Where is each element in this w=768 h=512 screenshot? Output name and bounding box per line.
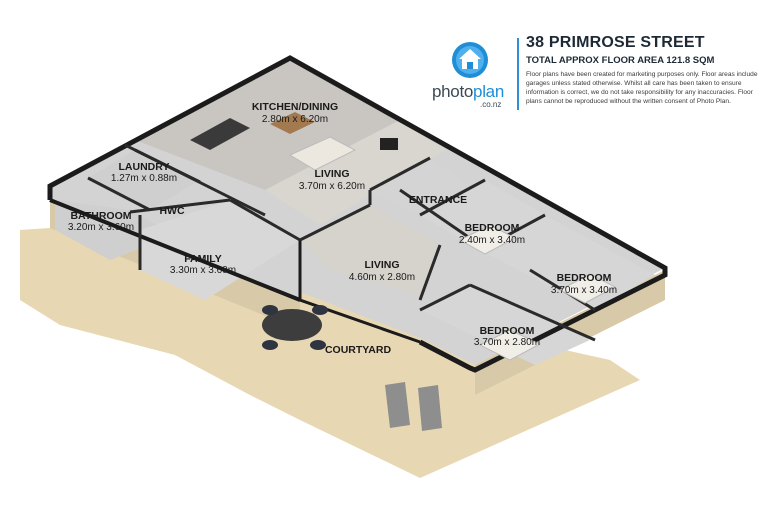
living-floor-b	[300, 205, 440, 295]
floor-area: TOTAL APPROX FLOOR AREA 121.8 SQM	[526, 55, 715, 66]
outer-wall	[47, 55, 668, 373]
sofa	[288, 136, 357, 171]
family-floor	[140, 200, 300, 300]
street-address: 38 PRIMROSE STREET	[526, 34, 705, 51]
disclaimer-text: Floor plans have been created for market…	[526, 71, 758, 105]
room-name: COURTYARD	[325, 344, 392, 356]
sun-lounger-2	[418, 385, 442, 431]
outer-wall-front	[49, 198, 301, 302]
room-dims: 2.80m x 6.20m	[262, 114, 328, 125]
room-dims: 1.27m x 0.88m	[111, 173, 177, 184]
room-dims: 3.70m x 2.80m	[474, 337, 540, 348]
room-dims: 3.70m x 3.40m	[551, 285, 617, 296]
dining-table	[270, 112, 315, 134]
outer-wall-front-b	[298, 240, 421, 344]
outdoor-chair-1	[262, 305, 278, 315]
outdoor-chair-4	[310, 340, 326, 350]
bed-2	[558, 273, 617, 304]
sun-lounger-1	[385, 382, 410, 428]
bedroom-floor-3	[420, 285, 590, 365]
house-icon	[452, 42, 488, 78]
kitchen-bench	[190, 118, 250, 150]
room-name: ENTRANCE	[409, 194, 467, 206]
outdoor-table	[262, 309, 322, 341]
room-name: FAMILY	[184, 253, 222, 265]
room-name: KITCHEN/DINING	[252, 101, 338, 113]
photoplan-logo: photoplan .co.nz	[432, 40, 512, 110]
tv-unit	[380, 138, 398, 150]
room-dims: 3.20m x 3.60m	[68, 222, 134, 233]
room-dims: 4.60m x 2.80m	[349, 272, 415, 283]
room-name: LIVING	[364, 259, 399, 271]
logo-domain: .co.nz	[480, 100, 502, 109]
header-divider	[517, 38, 519, 110]
room-name: HWC	[159, 205, 184, 217]
outdoor-chair-2	[312, 305, 328, 315]
bed-1	[458, 224, 517, 255]
property-header: 38 PRIMROSE STREET TOTAL APPROX FLOOR AR…	[526, 34, 762, 106]
outdoor-chair-3	[262, 340, 278, 350]
bed-3	[478, 329, 542, 361]
logo-wordmark: photoplan	[432, 82, 504, 101]
bedroom-floor-1	[420, 180, 545, 250]
living-floor-a	[265, 120, 445, 225]
room-name: BEDROOM	[557, 272, 612, 284]
room-name: BEDROOM	[480, 325, 535, 337]
room-name: BEDROOM	[465, 222, 520, 234]
kitchen-floor	[135, 60, 400, 190]
entrance-floor	[370, 160, 470, 215]
room-name: LAUNDRY	[119, 161, 170, 173]
room-dims: 3.70m x 6.20m	[299, 181, 365, 192]
room-name: BATHROOM	[70, 210, 131, 222]
room-dims: 2.40m x 3.40m	[459, 235, 525, 246]
laundry-floor	[88, 150, 200, 210]
room-name: LIVING	[314, 168, 349, 180]
room-dims: 3.30m x 3.60m	[170, 265, 236, 276]
